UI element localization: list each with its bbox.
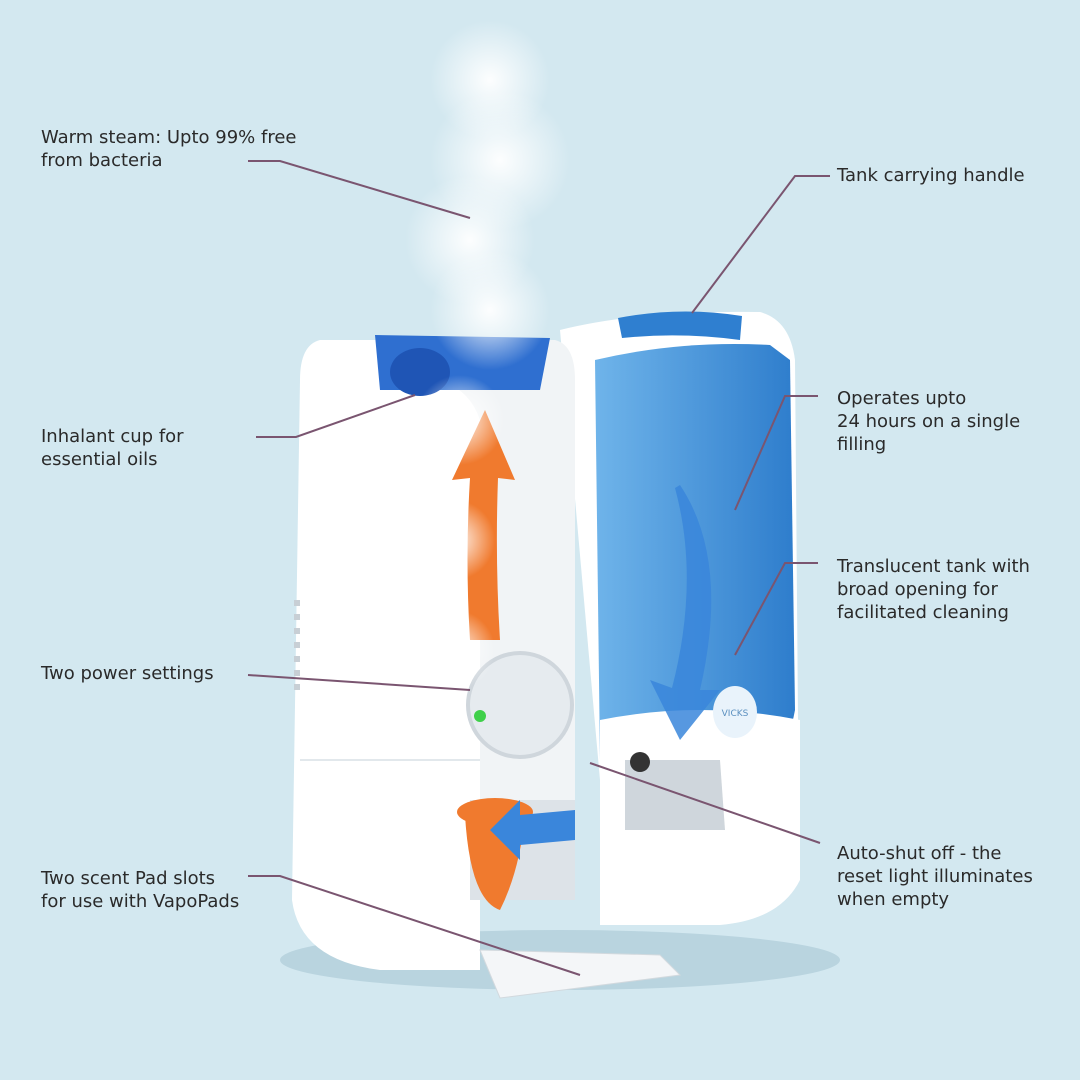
callout-power-settings: Two power settings (41, 663, 214, 684)
leader-line-run-time (734, 395, 818, 511)
steam-cloud (405, 20, 570, 690)
leader-line-translucent-tank (734, 562, 818, 656)
leader-line-auto-shut-off (589, 762, 821, 844)
leader-line-tank-handle (691, 175, 830, 314)
brand-logo (713, 686, 757, 738)
water-tank: VICKS (560, 311, 800, 925)
heater-body (292, 335, 682, 999)
callout-tank-handle: Tank carrying handle (837, 165, 1025, 186)
leader-line-warm-steam (248, 160, 471, 219)
callout-auto-shut-off: Auto-shut off - the reset light illumina… (837, 843, 1033, 910)
power-dial (466, 651, 574, 759)
water-flow-arrow (650, 485, 720, 740)
reset-light (474, 710, 486, 722)
callout-scent-pad-slots: Two scent Pad slots for use with VapoPad… (41, 868, 240, 912)
scent-flow-arrow (490, 800, 575, 860)
svg-text:VICKS: VICKS (722, 709, 749, 719)
callout-warm-steam: Warm steam: Upto 99% free from bacteria (41, 127, 297, 171)
tank-handle (618, 311, 742, 340)
callout-run-time: Operates upto 24 hours on a single filli… (837, 388, 1021, 455)
leader-line-inhalant-cup (256, 394, 416, 438)
leader-line-power-settings (247, 674, 471, 691)
leader-line-scent-pad-slots (248, 875, 581, 976)
callout-inhalant-cup: Inhalant cup for essential oils (41, 426, 184, 470)
callout-translucent-tank: Translucent tank with broad opening for … (837, 556, 1030, 623)
